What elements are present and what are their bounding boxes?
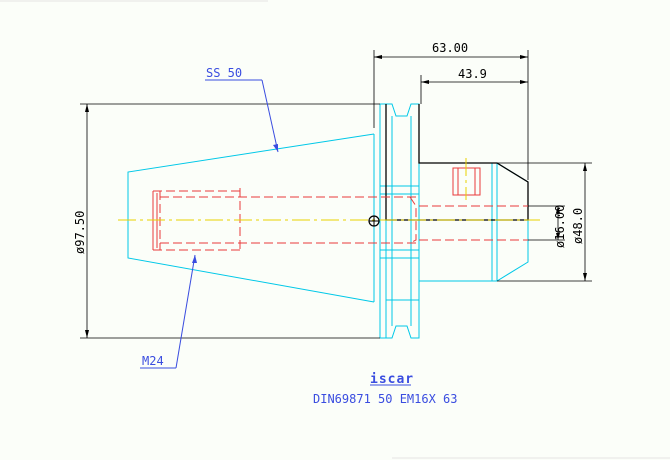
thread-leader-arrow (192, 255, 197, 263)
arrow-16-bottom (556, 233, 560, 240)
arrow-63-left (374, 55, 382, 59)
arrow-63-right (520, 55, 528, 59)
center-lines (118, 158, 540, 221)
manufacturer-logo: iscar (370, 372, 414, 387)
section-outline (385, 104, 529, 221)
dim-inner-length: 43.9 (458, 67, 487, 81)
hidden-solid-edges (152, 167, 481, 250)
tool-designation: DIN69871 50 EM16X 63 (313, 392, 458, 406)
leader-arrows (192, 144, 278, 263)
tool-holder-outline (127, 103, 529, 339)
taper-leader (261, 79, 279, 153)
taper-outline (127, 133, 375, 303)
bore-step (409, 196, 417, 244)
arrow-975-bottom (85, 330, 89, 338)
dim-flange-diameter: ø97.50 (73, 211, 87, 254)
taper-label: SS 50 (206, 66, 242, 80)
arrow-975-top (85, 104, 89, 112)
flange-outline-top (379, 103, 420, 134)
taper-leader-arrow (273, 144, 278, 152)
leaders (140, 79, 279, 369)
flange-outline-bottom (379, 310, 420, 339)
nose-outline (419, 162, 529, 282)
dimension-arrows (85, 55, 587, 338)
dim-overall-length: 63.00 (432, 41, 468, 55)
arrow-439-left (421, 80, 429, 84)
arrow-16-top (556, 206, 560, 213)
arrow-48-bottom (583, 273, 587, 281)
dim-body-diameter: ø48.0 (571, 208, 585, 244)
arrow-48-top (583, 163, 587, 171)
logo-text: iscar (370, 372, 414, 387)
dim-bore-diameter: ø16.00 (553, 205, 567, 248)
arrow-439-right (520, 80, 528, 84)
thread-label: M24 (142, 354, 164, 368)
section-edge (385, 104, 529, 221)
dimension-lines (80, 50, 592, 339)
thread-leader (175, 254, 196, 369)
